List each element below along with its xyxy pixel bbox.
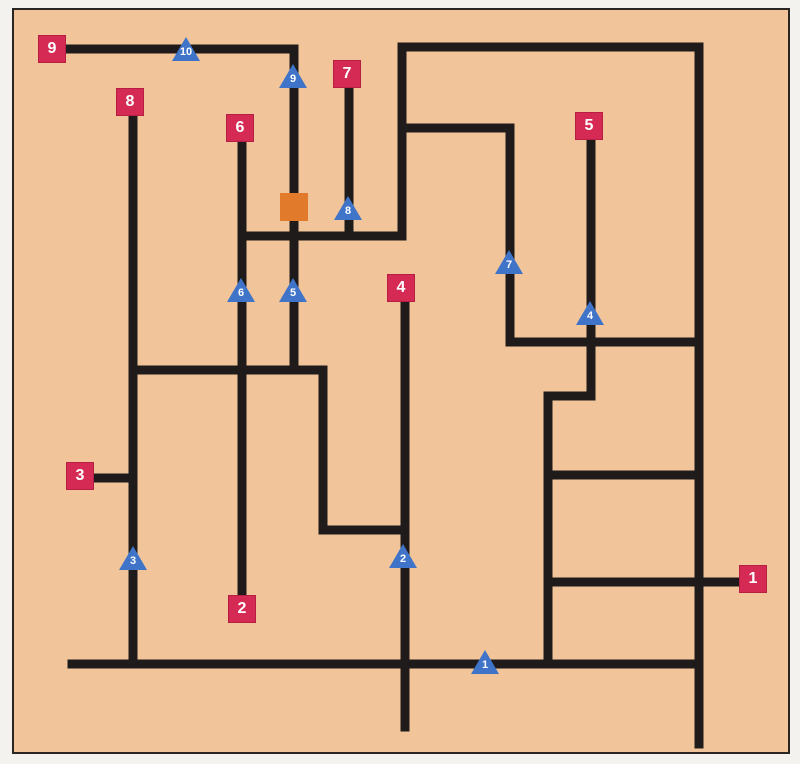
exit-marker-6: 6	[227, 115, 253, 141]
exit-marker-9: 9	[39, 36, 65, 62]
triangle-icon	[495, 250, 523, 274]
checkpoint-label: 7	[505, 259, 513, 271]
exit-marker-3: 3	[67, 463, 93, 489]
exit-marker-1: 1	[740, 566, 766, 592]
checkpoint-label: 3	[129, 555, 137, 567]
triangle-icon	[576, 301, 604, 325]
checkpoint-8: 8	[333, 195, 363, 221]
exit-marker-5: 5	[576, 113, 602, 139]
checkpoint-10: 10	[171, 36, 201, 62]
exit-marker-7: 7	[334, 61, 360, 87]
checkpoint-label: 4	[586, 310, 594, 322]
checkpoint-6: 6	[226, 277, 256, 303]
goal-square-icon	[280, 193, 308, 221]
checkpoint-label: 9	[289, 73, 297, 85]
exit-marker-2: 2	[229, 596, 255, 622]
triangle-icon	[334, 196, 362, 220]
triangle-icon	[279, 278, 307, 302]
checkpoint-label: 6	[237, 287, 245, 299]
checkpoint-label: 5	[289, 287, 297, 299]
triangle-icon	[471, 650, 499, 674]
checkpoint-label: 10	[179, 46, 193, 58]
maze-roads	[57, 42, 749, 749]
checkpoint-7: 7	[494, 249, 524, 275]
maze-board	[12, 8, 790, 754]
checkpoint-label: 2	[399, 553, 407, 565]
exit-marker-8: 8	[117, 89, 143, 115]
checkpoint-3: 3	[118, 545, 148, 571]
triangle-icon	[172, 37, 200, 61]
checkpoint-4: 4	[575, 300, 605, 326]
checkpoint-9: 9	[278, 63, 308, 89]
triangle-icon	[279, 64, 307, 88]
exit-marker-4: 4	[388, 275, 414, 301]
checkpoint-5: 5	[278, 277, 308, 303]
triangle-icon	[389, 544, 417, 568]
triangle-icon	[119, 546, 147, 570]
checkpoint-1: 1	[470, 649, 500, 675]
checkpoint-label: 1	[481, 659, 489, 671]
triangle-icon	[227, 278, 255, 302]
checkpoint-label: 8	[344, 205, 352, 217]
checkpoint-2: 2	[388, 543, 418, 569]
